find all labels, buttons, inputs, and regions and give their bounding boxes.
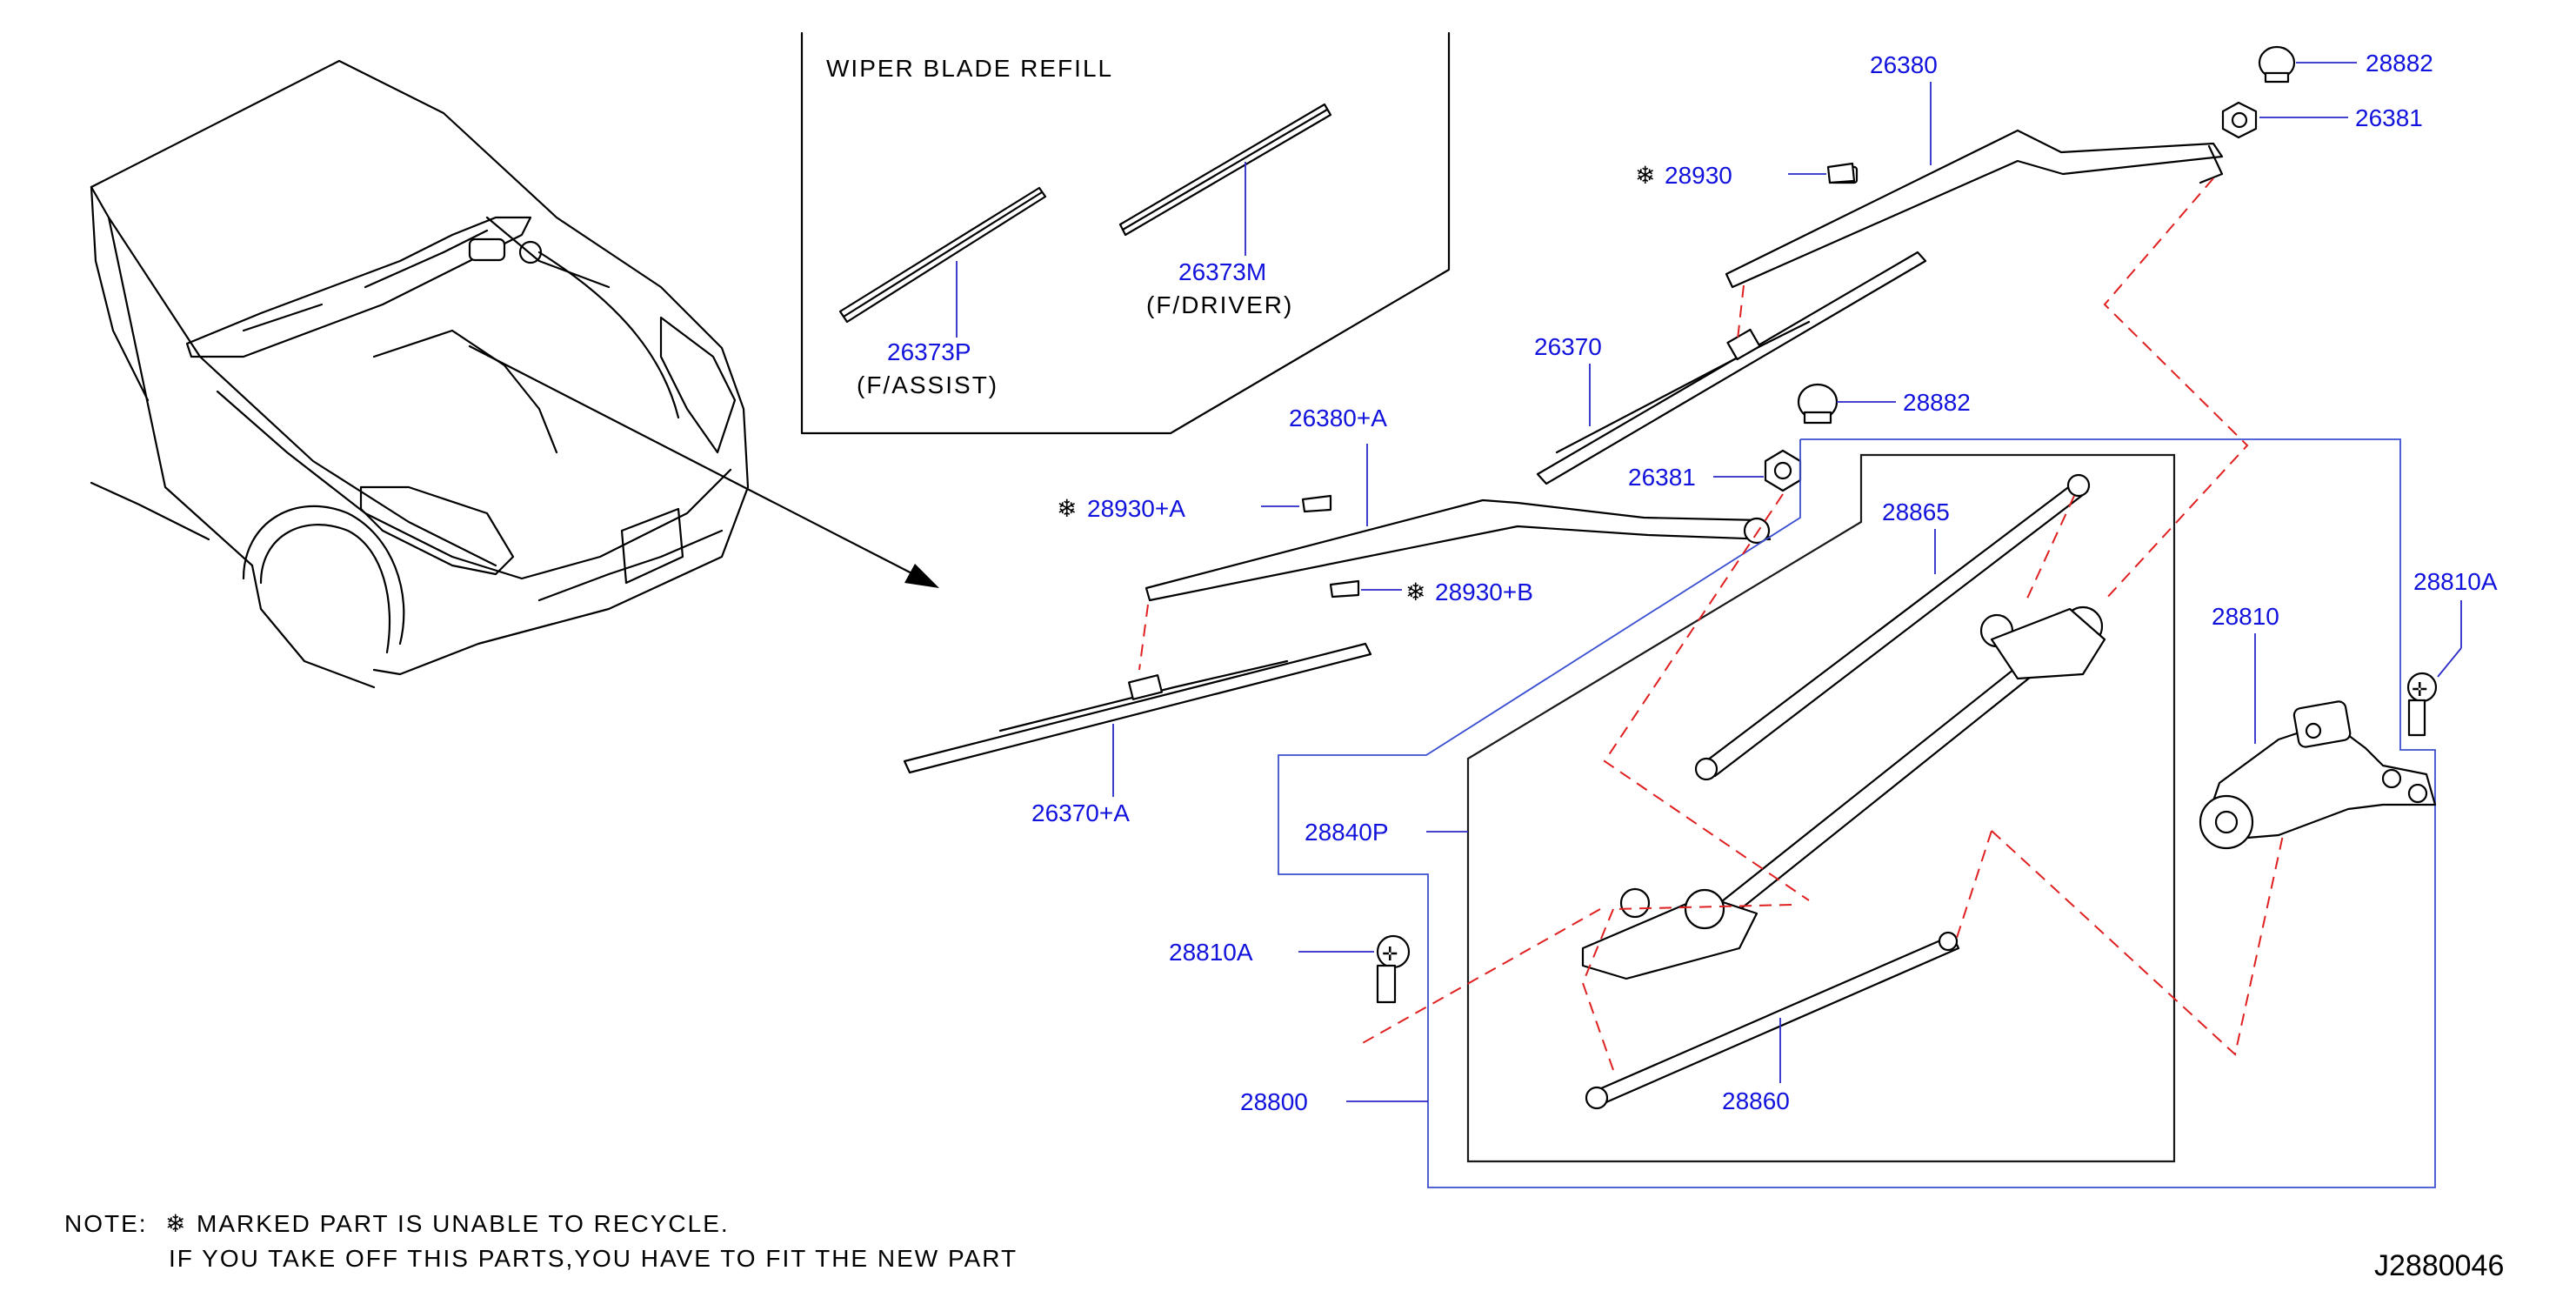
recycle-mark-28930B: ❄ bbox=[1405, 578, 1425, 606]
label-26381-assist: 26381 bbox=[1628, 464, 1696, 491]
label-26380: 26380 bbox=[1870, 51, 1938, 78]
wiper-blade-assist[interactable] bbox=[903, 642, 1372, 774]
refill-strip-assist[interactable] bbox=[838, 186, 1047, 324]
cover-28930[interactable] bbox=[1826, 162, 1856, 184]
label-28810: 28810 bbox=[2212, 603, 2279, 630]
label-28930A: 28930+A bbox=[1087, 495, 1185, 522]
label-f-assist: (F/ASSIST) bbox=[857, 371, 998, 398]
label-26380A: 26380+A bbox=[1289, 405, 1387, 431]
note-prefix: NOTE: bbox=[64, 1210, 148, 1237]
note-recycle-mark: ❄ bbox=[165, 1209, 185, 1238]
car-front-illustration bbox=[90, 59, 750, 689]
arm-cap-driver[interactable] bbox=[2258, 45, 2296, 84]
arm-cap-assist[interactable] bbox=[1797, 383, 1839, 425]
svg-text:✛: ✛ bbox=[1382, 944, 1398, 966]
motor-bolt-right[interactable]: ✛ bbox=[2406, 672, 2438, 737]
label-26370: 26370 bbox=[1534, 333, 1602, 360]
note-line2: IF YOU TAKE OFF THIS PARTS,YOU HAVE TO F… bbox=[169, 1245, 1018, 1272]
label-28865: 28865 bbox=[1882, 498, 1950, 525]
motor-bolt-left[interactable]: ✛ bbox=[1376, 934, 1411, 1004]
arm-nut-assist[interactable] bbox=[1764, 449, 1802, 492]
label-28930B: 28930+B bbox=[1435, 579, 1533, 605]
label-28882-driver: 28882 bbox=[2366, 50, 2433, 77]
link-rod-lower[interactable] bbox=[1585, 931, 1960, 1110]
label-f-driver: (F/DRIVER) bbox=[1146, 291, 1293, 318]
label-28800: 28800 bbox=[1240, 1088, 1308, 1115]
cover-28930A[interactable] bbox=[1301, 494, 1332, 513]
link-rod-upper[interactable] bbox=[1694, 473, 2091, 781]
wiper-blade-driver[interactable] bbox=[1536, 251, 1927, 485]
recycle-note: NOTE: ❄ MARKED PART IS UNABLE TO RECYCLE… bbox=[64, 1209, 1018, 1272]
label-28810A-right: 28810A bbox=[2413, 568, 2498, 595]
arm-nut-driver[interactable] bbox=[2221, 101, 2258, 139]
note-line1: MARKED PART IS UNABLE TO RECYCLE. bbox=[197, 1210, 730, 1237]
arrow-to-detail bbox=[468, 344, 939, 588]
linkage-subassy-frame bbox=[1466, 453, 2176, 1163]
assembly-dashed-lines bbox=[1138, 177, 2284, 1071]
recycle-mark-28930: ❄ bbox=[1635, 161, 1655, 190]
label-28930: 28930 bbox=[1665, 162, 1732, 189]
refill-inset: WIPER BLADE REFILL 26373P (F/ASSIST) 263… bbox=[800, 31, 1451, 435]
wiper-arm-driver[interactable] bbox=[1725, 129, 2224, 289]
label-28860: 28860 bbox=[1722, 1087, 1790, 1114]
diagram-code: J2880046 bbox=[2374, 1249, 2504, 1282]
refill-strip-driver[interactable] bbox=[1118, 103, 1332, 237]
label-26370A: 26370+A bbox=[1031, 799, 1130, 826]
label-28840P: 28840P bbox=[1305, 819, 1389, 846]
label-28882-assist: 28882 bbox=[1903, 389, 1971, 416]
label-28810A-left: 28810A bbox=[1169, 939, 1253, 966]
label-26381-driver: 26381 bbox=[2355, 104, 2423, 131]
wiper-arm-assist[interactable] bbox=[1145, 498, 1772, 602]
refill-inset-title: WIPER BLADE REFILL bbox=[826, 55, 1113, 82]
linkage-assy-frame bbox=[1278, 438, 2436, 1188]
label-26373P: 26373P bbox=[887, 338, 971, 365]
linkage-main-bar[interactable] bbox=[1581, 605, 2106, 980]
svg-text:✛: ✛ bbox=[2412, 679, 2427, 701]
wiper-motor[interactable] bbox=[2199, 700, 2437, 850]
recycle-mark-28930A: ❄ bbox=[1057, 494, 1077, 523]
cover-28930B[interactable] bbox=[1329, 579, 1360, 599]
label-26373M: 26373M bbox=[1178, 258, 1266, 285]
